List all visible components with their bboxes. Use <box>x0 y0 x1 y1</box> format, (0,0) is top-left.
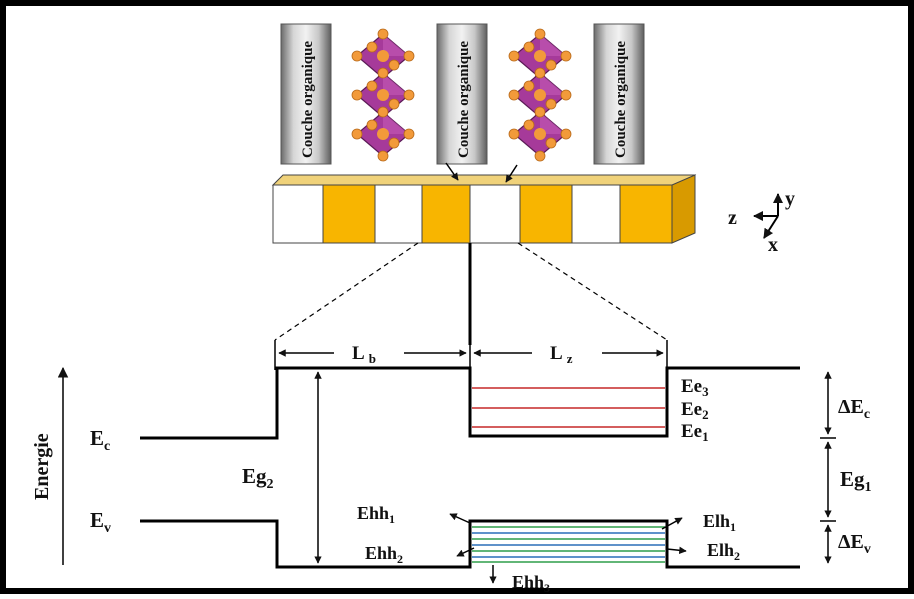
atom <box>388 98 400 110</box>
ehh1-pointer <box>449 513 471 524</box>
atom <box>366 80 378 92</box>
delta-ev-label: ΔEv <box>838 531 871 557</box>
organic-layer <box>272 184 324 244</box>
octahedron <box>508 28 572 84</box>
ehh1-label: Ehh1 <box>357 503 395 526</box>
atom <box>560 89 572 101</box>
atom <box>366 119 378 131</box>
valence-band-edge <box>140 519 800 569</box>
atom <box>560 50 572 62</box>
atom <box>523 119 535 131</box>
ehh2-pointer <box>456 547 475 557</box>
ehh3-label: Ehh3 <box>512 572 550 594</box>
atom <box>366 41 378 53</box>
zoom-line-right <box>517 242 668 341</box>
zoom-line-left <box>274 242 419 341</box>
atom <box>403 128 415 140</box>
atom <box>523 80 535 92</box>
organic-layer-label: Couche organique <box>456 41 472 158</box>
atom <box>388 137 400 149</box>
octahedron <box>351 106 415 162</box>
octahedron <box>508 106 572 162</box>
elh1-label: Elh1 <box>703 511 736 534</box>
x-axis-arrow <box>763 215 779 239</box>
organic-layer-pillar: Couche organique <box>593 23 645 165</box>
atom <box>351 128 363 140</box>
atom <box>377 150 389 162</box>
barrier-gap-label: Eg2 <box>242 464 274 492</box>
elh1-pointer <box>661 517 683 530</box>
atom <box>534 28 546 40</box>
pointer-arrow-right <box>505 164 518 183</box>
inorganic-layer <box>619 184 673 244</box>
energy-axis-label: Energie <box>31 433 53 500</box>
elh2-label: Elh2 <box>707 540 740 563</box>
atom <box>351 89 363 101</box>
atom <box>560 128 572 140</box>
atom <box>377 67 389 79</box>
atom <box>508 50 520 62</box>
delta-ec-label: ΔEc <box>838 396 870 422</box>
atom <box>534 67 546 79</box>
slab-side <box>671 174 696 244</box>
inorganic-layer <box>519 184 573 244</box>
atom <box>388 59 400 71</box>
conduction-band-label: Ec <box>90 426 110 454</box>
atom <box>351 50 363 62</box>
atom <box>403 89 415 101</box>
organic-layer-label: Couche organique <box>613 41 629 158</box>
well-gap-label: Eg1 <box>840 467 872 495</box>
inorganic-layer <box>322 184 376 244</box>
conduction-band-edge <box>140 366 800 440</box>
y-axis-label: y <box>785 188 795 210</box>
ee1-label: Ee1 <box>681 421 709 444</box>
atom <box>545 59 557 71</box>
x-axis-label: x <box>768 234 778 256</box>
axes-3d: y z x <box>728 188 795 256</box>
ehh2-label: Ehh2 <box>365 543 403 566</box>
electron-levels <box>472 387 665 428</box>
atom <box>377 28 389 40</box>
valence-band-label: Ev <box>90 508 111 536</box>
atom <box>508 128 520 140</box>
organic-layer <box>374 184 423 244</box>
pointer-arrow-left <box>445 162 459 181</box>
ee2-label: Ee2 <box>681 399 709 422</box>
organic-layer <box>469 184 521 244</box>
hole-levels <box>472 526 665 563</box>
elh2-pointer <box>666 546 687 555</box>
ee3-label: Ee3 <box>681 376 709 399</box>
atom <box>545 98 557 110</box>
atom <box>534 106 546 118</box>
layer-stack <box>271 162 697 244</box>
organic-layer-pillar: Couche organique <box>436 23 488 165</box>
atom <box>403 50 415 62</box>
atom <box>377 106 389 118</box>
organic-layer-label: Couche organique <box>300 41 316 158</box>
atom <box>545 137 557 149</box>
organic-layer <box>571 184 621 244</box>
inorganic-layer <box>421 184 471 244</box>
zoom-connectors <box>274 242 668 345</box>
organic-layer-pillar: Couche organique <box>280 23 332 165</box>
atom <box>523 41 535 53</box>
z-axis-label: z <box>728 207 737 229</box>
perovskite-structure: Couche organique Couche organique Couche o… <box>280 23 645 165</box>
atom <box>534 150 546 162</box>
atom <box>508 89 520 101</box>
